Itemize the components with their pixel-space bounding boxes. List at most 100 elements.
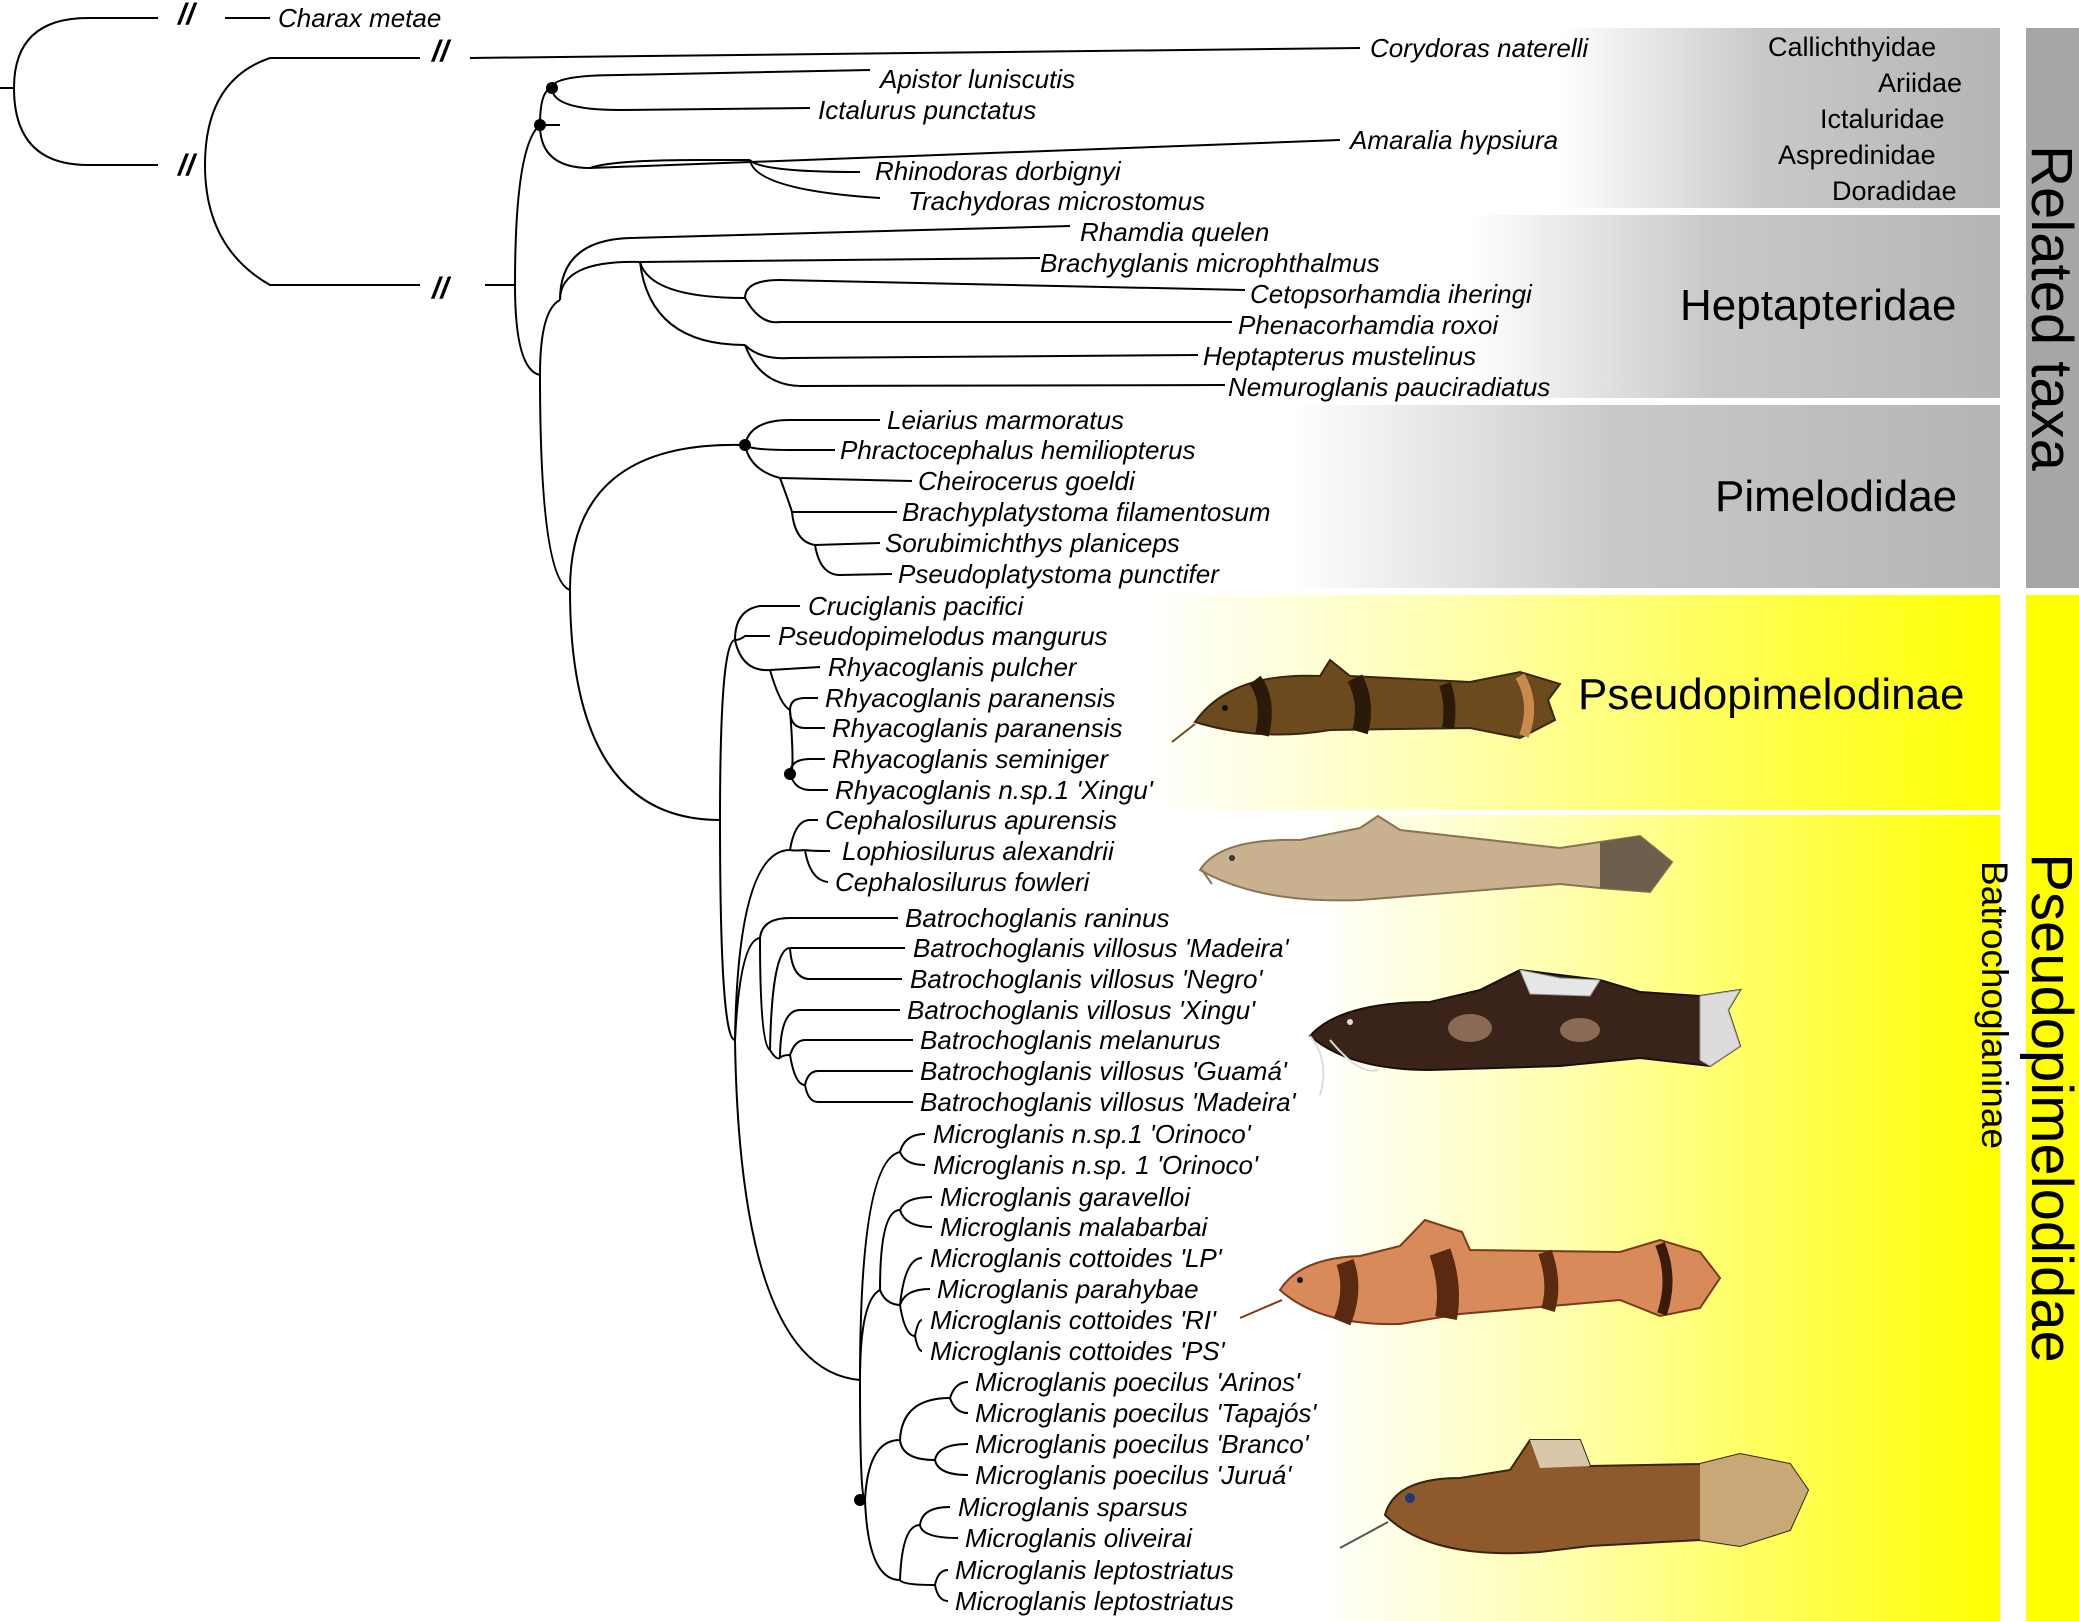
taxon-label: Cetopsorhamdia iheringi xyxy=(1250,279,1533,309)
branch-break-siluriformes: // xyxy=(176,149,197,182)
tree-branch xyxy=(934,1459,969,1476)
family-label-callichthyidae: Callichthyidae xyxy=(1768,32,1936,62)
fish-batrochoglanis xyxy=(1308,968,1742,1096)
tree-branch xyxy=(791,511,881,547)
taxon-label: Cruciglanis pacifici xyxy=(808,591,1025,621)
tree-branch xyxy=(779,477,897,513)
tree-branch xyxy=(789,849,806,852)
taxon-label: Cephalosilurus apurensis xyxy=(825,805,1117,835)
tree-branch xyxy=(804,1070,913,1086)
tree-branch xyxy=(789,819,818,851)
tree-branch xyxy=(719,639,736,821)
tree-branch xyxy=(804,1084,913,1103)
taxon-label: Microglanis poecilus 'Tapajós' xyxy=(975,1398,1317,1428)
tree-branch xyxy=(589,159,750,169)
tree-branch xyxy=(934,1443,969,1461)
tree-branch xyxy=(779,1054,791,1059)
taxon-label: Leiarius marmoratus xyxy=(887,405,1124,435)
taxon-label: Amaralia hypsiura xyxy=(1348,125,1558,155)
pimelodidae-panel xyxy=(1290,405,2000,588)
taxon-label: Batrochoglanis villosus 'Negro' xyxy=(910,964,1263,994)
taxon-label: Microglanis poecilus 'Juruá' xyxy=(975,1460,1292,1490)
tree-branch xyxy=(779,1009,900,1059)
tree-branch xyxy=(769,947,905,1051)
tree-branch xyxy=(639,261,746,299)
tree-branch xyxy=(734,937,761,1041)
family-label-aspredinidae: Aspredinidae xyxy=(1778,140,1936,170)
taxon-label: Microglanis parahybae xyxy=(937,1274,1199,1304)
taxon-label: Rhyacoglanis seminiger xyxy=(832,744,1109,774)
node-support-marker xyxy=(534,119,546,131)
taxon-label: Microglanis cottoides 'PS' xyxy=(930,1336,1226,1366)
tree-branch xyxy=(864,1499,901,1581)
taxon-label: Microglanis poecilus 'Branco' xyxy=(975,1429,1310,1459)
tree-branch xyxy=(899,1304,916,1337)
fish-microglanis-poecilus xyxy=(1339,1439,1810,1555)
tree-branch xyxy=(814,544,893,577)
family-label-heptapteridae: Heptapteridae xyxy=(1680,281,1956,330)
tree-branch xyxy=(744,444,835,451)
tree-branch xyxy=(789,1039,913,1056)
tree-branch xyxy=(719,819,736,1041)
fish-microglanis-cottoides xyxy=(1239,1218,1722,1326)
tree-branch xyxy=(899,1579,936,1586)
taxon-label: Batrochoglanis melanurus xyxy=(920,1025,1221,1055)
tree-branch xyxy=(734,1039,861,1381)
taxon-label: Microglanis oliveirai xyxy=(965,1523,1193,1553)
related-families-panel xyxy=(1560,28,2000,208)
taxon-label: Trachydoras microstomus xyxy=(908,186,1205,216)
taxon-label: Microglanis cottoides 'RI' xyxy=(930,1305,1217,1335)
tree-branch xyxy=(804,849,831,852)
tree-branch xyxy=(789,1054,806,1086)
tree-branch xyxy=(551,87,811,112)
tree-branch xyxy=(899,1288,931,1306)
tree-branch xyxy=(559,257,1041,301)
tree-branch xyxy=(749,159,881,199)
family-label-ariidae: Ariidae xyxy=(1878,68,1962,98)
tree-branch xyxy=(949,1381,969,1399)
tree-branch xyxy=(789,697,818,711)
node-support-marker xyxy=(546,82,558,94)
taxon-label: Microglanis sparsus xyxy=(958,1492,1188,1522)
taxon-label: Cephalosilurus fowleri xyxy=(835,867,1091,897)
taxon-label: Microglanis poecilus 'Arinos' xyxy=(975,1367,1301,1397)
taxon-label: Rhamdia quelen xyxy=(1080,217,1269,247)
family-label-pimelodidae: Pimelodidae xyxy=(1715,472,1957,521)
taxon-label: Sorubimichthys planiceps xyxy=(885,528,1180,558)
taxon-label: Nemuroglanis pauciradiatus xyxy=(1228,372,1550,402)
tree-branch xyxy=(539,299,561,376)
tree-branch xyxy=(204,57,420,166)
branch-break-ingroup: // xyxy=(430,272,451,305)
taxon-label: Rhyacoglanis paranensis xyxy=(832,713,1123,743)
taxon-label: Microglanis leptostriatus xyxy=(955,1586,1234,1616)
tree-branch xyxy=(514,124,541,286)
tree-branch xyxy=(734,849,791,1041)
tree-branch xyxy=(769,1049,781,1060)
tree-branch xyxy=(789,947,902,980)
taxon-label: Cheirocerus goeldi xyxy=(918,466,1136,496)
tree-branch xyxy=(744,297,1232,324)
tree-branch xyxy=(899,1397,951,1441)
taxon-label: Batrochoglanis villosus 'Guamá' xyxy=(920,1056,1288,1086)
taxon-label: Batrochoglanis raninus xyxy=(905,903,1170,933)
related-taxa-bar xyxy=(2026,28,2079,588)
taxon-label: Apistor luniscutis xyxy=(878,64,1075,94)
taxon-label: Microglanis n.sp. 1 'Orinoco' xyxy=(933,1150,1259,1180)
taxon-label: Phractocephalus hemiliopterus xyxy=(840,435,1196,465)
tree-branch xyxy=(899,1257,923,1306)
taxon-label: Microglanis leptostriatus xyxy=(955,1555,1234,1585)
tree-branch xyxy=(539,124,1341,170)
tree-branch xyxy=(769,669,791,711)
tree-node-markers xyxy=(534,82,866,1506)
tree-branch xyxy=(569,589,721,821)
taxon-label: Charax metae xyxy=(278,3,441,33)
tree-branch xyxy=(879,1289,901,1306)
node-support-marker xyxy=(854,1494,866,1506)
taxon-label: Lophiosilurus alexandrii xyxy=(842,836,1115,866)
tree-branch xyxy=(949,1397,969,1414)
taxon-label: Rhyacoglanis paranensis xyxy=(825,683,1116,713)
tree-branch xyxy=(744,344,1199,360)
subfamily-label-batrochoglaninae: Batrochoglaninae xyxy=(1974,861,2015,1149)
tree-branch xyxy=(859,1289,881,1381)
